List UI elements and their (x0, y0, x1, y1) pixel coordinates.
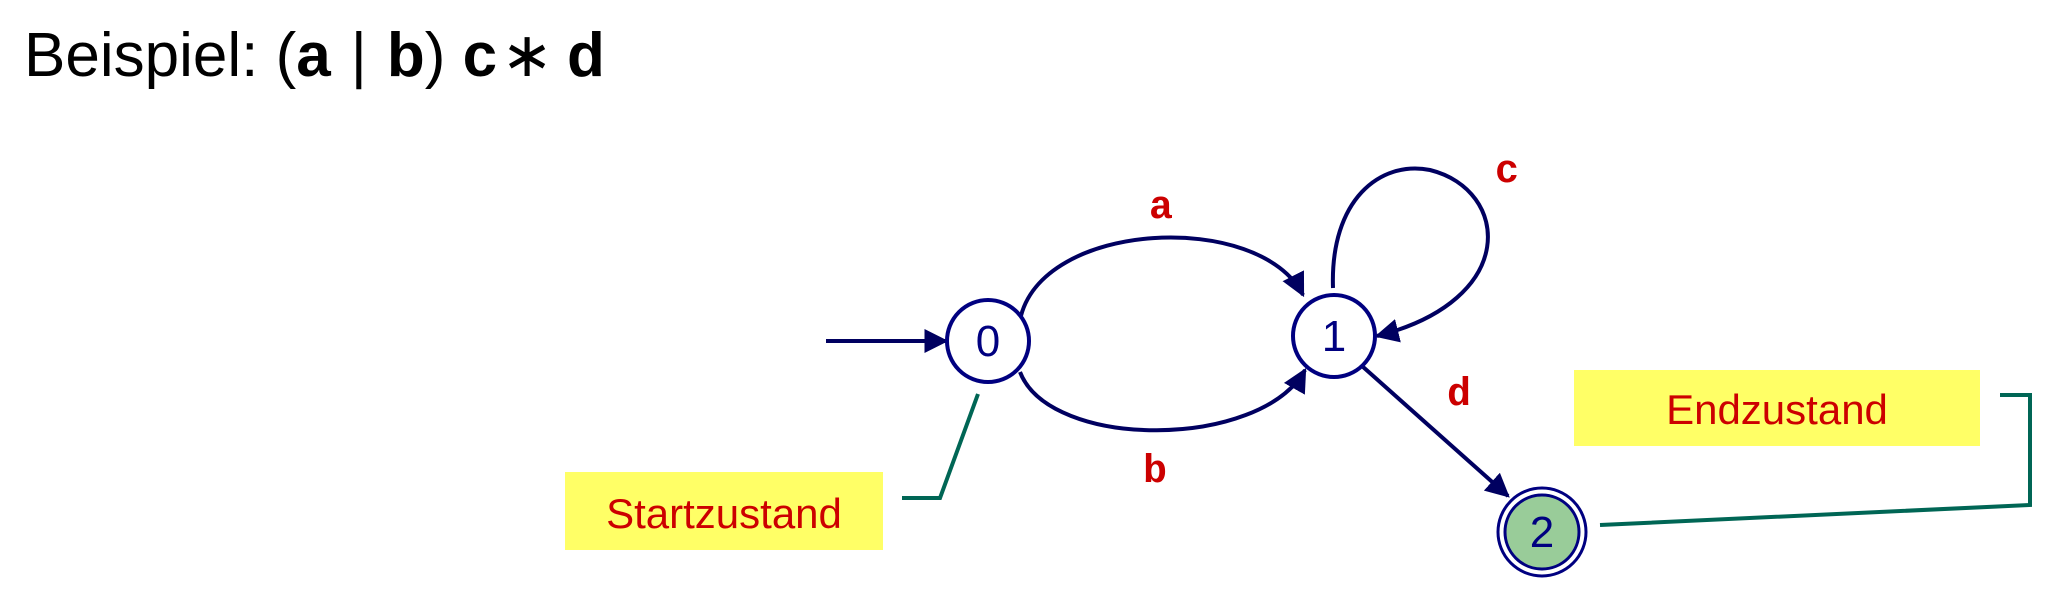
state-0-label: 0 (976, 317, 1000, 366)
state-1-label: 1 (1322, 312, 1346, 361)
edge-c-loop (1330, 166, 1490, 343)
edge-d (1360, 364, 1510, 498)
state-2-accepting: 2 (1496, 486, 1588, 578)
edge-a (1018, 235, 1305, 321)
edge-label-c: c (1495, 150, 1519, 195)
edge-label-a: a (1149, 186, 1173, 231)
end-note-box (1574, 370, 1980, 446)
end-annotation: Endzustand (1574, 370, 2032, 527)
edge-b (1018, 367, 1307, 433)
page-title: Beispiel: (a|b) c∗d (24, 21, 605, 90)
start-note-text: Startzustand (606, 490, 842, 537)
end-note-text: Endzustand (1666, 386, 1888, 433)
edge-label-d: d (1447, 373, 1471, 418)
state-1: 1 (1291, 293, 1377, 379)
end-leader-line (1599, 393, 2032, 527)
edge-label-b: b (1143, 450, 1167, 495)
start-note-box (565, 472, 883, 550)
state-0: 0 (945, 298, 1031, 384)
start-leader-line (902, 393, 980, 500)
state-2-label: 2 (1530, 508, 1554, 557)
start-annotation: Startzustand (565, 393, 980, 550)
